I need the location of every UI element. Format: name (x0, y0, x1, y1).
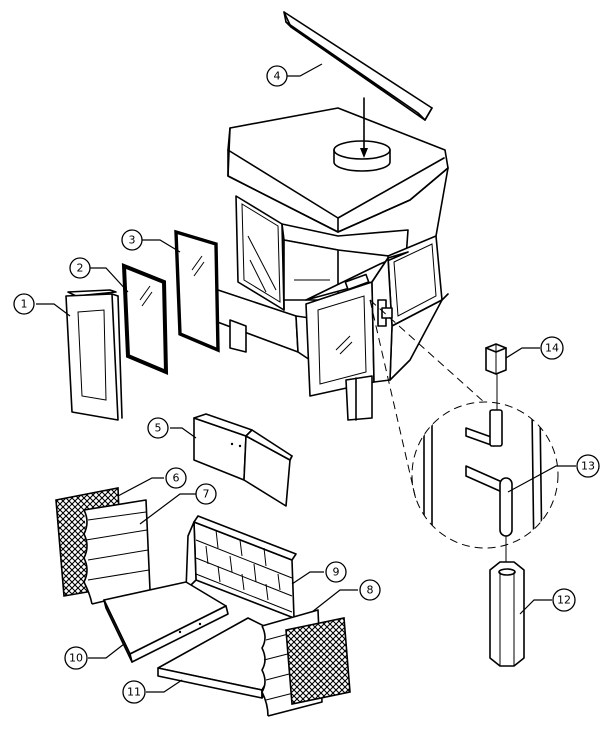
door-frame-part (65, 289, 123, 421)
callout-7-label: 7 (203, 488, 210, 501)
detail-leader-lines (369, 299, 559, 549)
callout-1: 1 (13, 293, 35, 315)
callout-2: 2 (69, 257, 91, 279)
hood-panel (283, 11, 433, 121)
assembly-axis-lines (496, 374, 507, 566)
glass-panel-part (174, 229, 220, 353)
callout-13: 13 (576, 454, 600, 478)
hinge-detail-view (423, 409, 543, 548)
callout-13-label: 13 (581, 460, 595, 473)
callout-2-label: 2 (77, 262, 84, 275)
callout-3: 3 (121, 229, 143, 251)
brick-pair (193, 413, 293, 507)
callout-9-label: 9 (333, 566, 340, 579)
fireplace-body (211, 97, 449, 421)
gasket-frame-part (121, 262, 169, 376)
left-corrugated-liner (83, 499, 151, 605)
callout-1-label: 1 (21, 298, 28, 311)
hinge-cap-part (485, 343, 507, 375)
callout-14-label: 14 (545, 342, 559, 355)
support-post-part (489, 561, 525, 667)
callout-9: 9 (325, 561, 347, 583)
callout-12: 12 (552, 588, 576, 612)
callout-12-label: 12 (557, 594, 571, 607)
callout-11-label: 11 (127, 686, 141, 699)
callout-5-label: 5 (155, 422, 162, 435)
callout-4-label: 4 (274, 70, 281, 83)
callout-3-label: 3 (129, 234, 136, 247)
callout-10: 10 (64, 646, 88, 670)
callout-10-label: 10 (69, 652, 83, 665)
callout-6: 6 (165, 467, 187, 489)
callout-7: 7 (195, 483, 217, 505)
callout-6-label: 6 (173, 472, 180, 485)
rear-brick-wall (185, 515, 297, 619)
callout-layer: 1 2 3 4 5 6 7 8 9 10 11 12 13 14 (13, 65, 600, 704)
callout-11: 11 (122, 680, 146, 704)
callout-leaders (36, 63, 576, 693)
callout-4: 4 (266, 65, 288, 87)
right-insulation-panel (285, 617, 351, 705)
callout-5: 5 (147, 417, 169, 439)
callout-8: 8 (359, 579, 381, 601)
callout-14: 14 (540, 336, 564, 360)
callout-8-label: 8 (367, 584, 374, 597)
left-hearth-floor (103, 581, 229, 663)
